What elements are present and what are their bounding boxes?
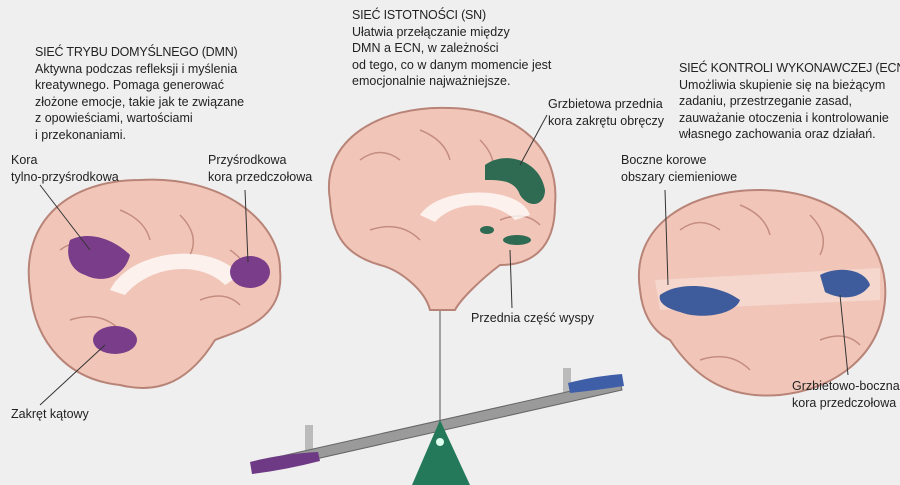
dmn-title: SIEĆ TRYBU DOMYŚLNEGO (DMN) bbox=[35, 45, 238, 59]
dmn-line: z opowieściami, wartościami bbox=[35, 111, 193, 125]
sn-line: DMN a ECN, w zależności bbox=[352, 41, 499, 55]
ecn-seat bbox=[568, 374, 624, 393]
fulcrum-bolt bbox=[436, 438, 444, 446]
label-line: kora zakrętu obręczy bbox=[548, 113, 665, 128]
label-medial-prefrontal-cortex: Przyśrodkowa kora przedczołowa bbox=[208, 152, 312, 185]
label-dorsal-anterior-cingulate: Grzbietowa przednia kora zakrętu obręczy bbox=[548, 96, 664, 129]
ecn-brain bbox=[637, 188, 887, 397]
label-line: Boczne korowe bbox=[621, 153, 707, 167]
ecn-line: zadaniu, przestrzeganie zasad, bbox=[679, 94, 853, 108]
label-line: Grzbietowa przednia bbox=[548, 97, 663, 111]
label-line: Przednia część wyspy bbox=[471, 311, 594, 325]
label-angular-gyrus: Zakręt kątowy bbox=[11, 406, 89, 423]
label-line: kora przedczołowa bbox=[208, 169, 313, 184]
sn-description: SIEĆ ISTOTNOŚCI (SN) Ułatwia przełączani… bbox=[352, 7, 551, 90]
dmn-line: Aktywna podczas refleksji i myślenia bbox=[35, 61, 238, 76]
label-line: Zakręt kątowy bbox=[11, 407, 89, 421]
sn-brain bbox=[327, 106, 557, 311]
sn-line: od tego, co w danym momencie jest bbox=[352, 57, 552, 72]
ecn-line: zauważanie otoczenia i kontrolowanie bbox=[679, 110, 889, 125]
ecn-description: SIEĆ KONTROLI WYKONAWCZEJ (ECN) Umożliwi… bbox=[679, 60, 900, 143]
left-peg bbox=[305, 425, 313, 451]
label-dorsolateral-prefrontal: Grzbietowo-boczna kora przedczołowa bbox=[792, 378, 900, 411]
fulcrum bbox=[412, 420, 470, 485]
dmn-brain bbox=[27, 178, 282, 406]
dmn-line: i przekonaniami. bbox=[35, 127, 127, 142]
label-line: Grzbietowo-boczna bbox=[792, 379, 900, 393]
dmn-line: złożone emocje, takie jak te związane bbox=[35, 94, 245, 109]
label-line: kora przedczołowa bbox=[792, 395, 897, 410]
sn-title: SIEĆ ISTOTNOŚCI (SN) bbox=[352, 8, 486, 22]
dmn-line: kreatywnego. Pomaga generować bbox=[35, 78, 225, 92]
label-line: tylno-przyśrodkowa bbox=[11, 169, 119, 184]
sn-line: Ułatwia przełączanie między bbox=[352, 24, 510, 39]
label-line: Przyśrodkowa bbox=[208, 153, 287, 167]
ecn-line: własnego zachowania oraz działań. bbox=[679, 127, 876, 141]
label-line: obszary ciemieniowe bbox=[621, 169, 738, 184]
dmn-seat bbox=[250, 452, 320, 474]
dmn-description: SIEĆ TRYBU DOMYŚLNEGO (DMN) Aktywna podc… bbox=[35, 44, 244, 143]
label-line: Kora bbox=[11, 153, 38, 167]
label-posterior-medial-cortex: Kora tylno-przyśrodkowa bbox=[11, 152, 119, 185]
ecn-title: SIEĆ KONTROLI WYKONAWCZEJ (ECN) bbox=[679, 61, 900, 75]
label-lateral-parietal: Boczne korowe obszary ciemieniowe bbox=[621, 152, 737, 185]
right-peg bbox=[563, 368, 571, 392]
label-anterior-insula: Przednia część wyspy bbox=[471, 310, 594, 327]
sn-line: emocjonalnie najważniejsze. bbox=[352, 74, 511, 88]
ecn-line: Umożliwia skupienie się na bieżącym bbox=[679, 77, 886, 92]
